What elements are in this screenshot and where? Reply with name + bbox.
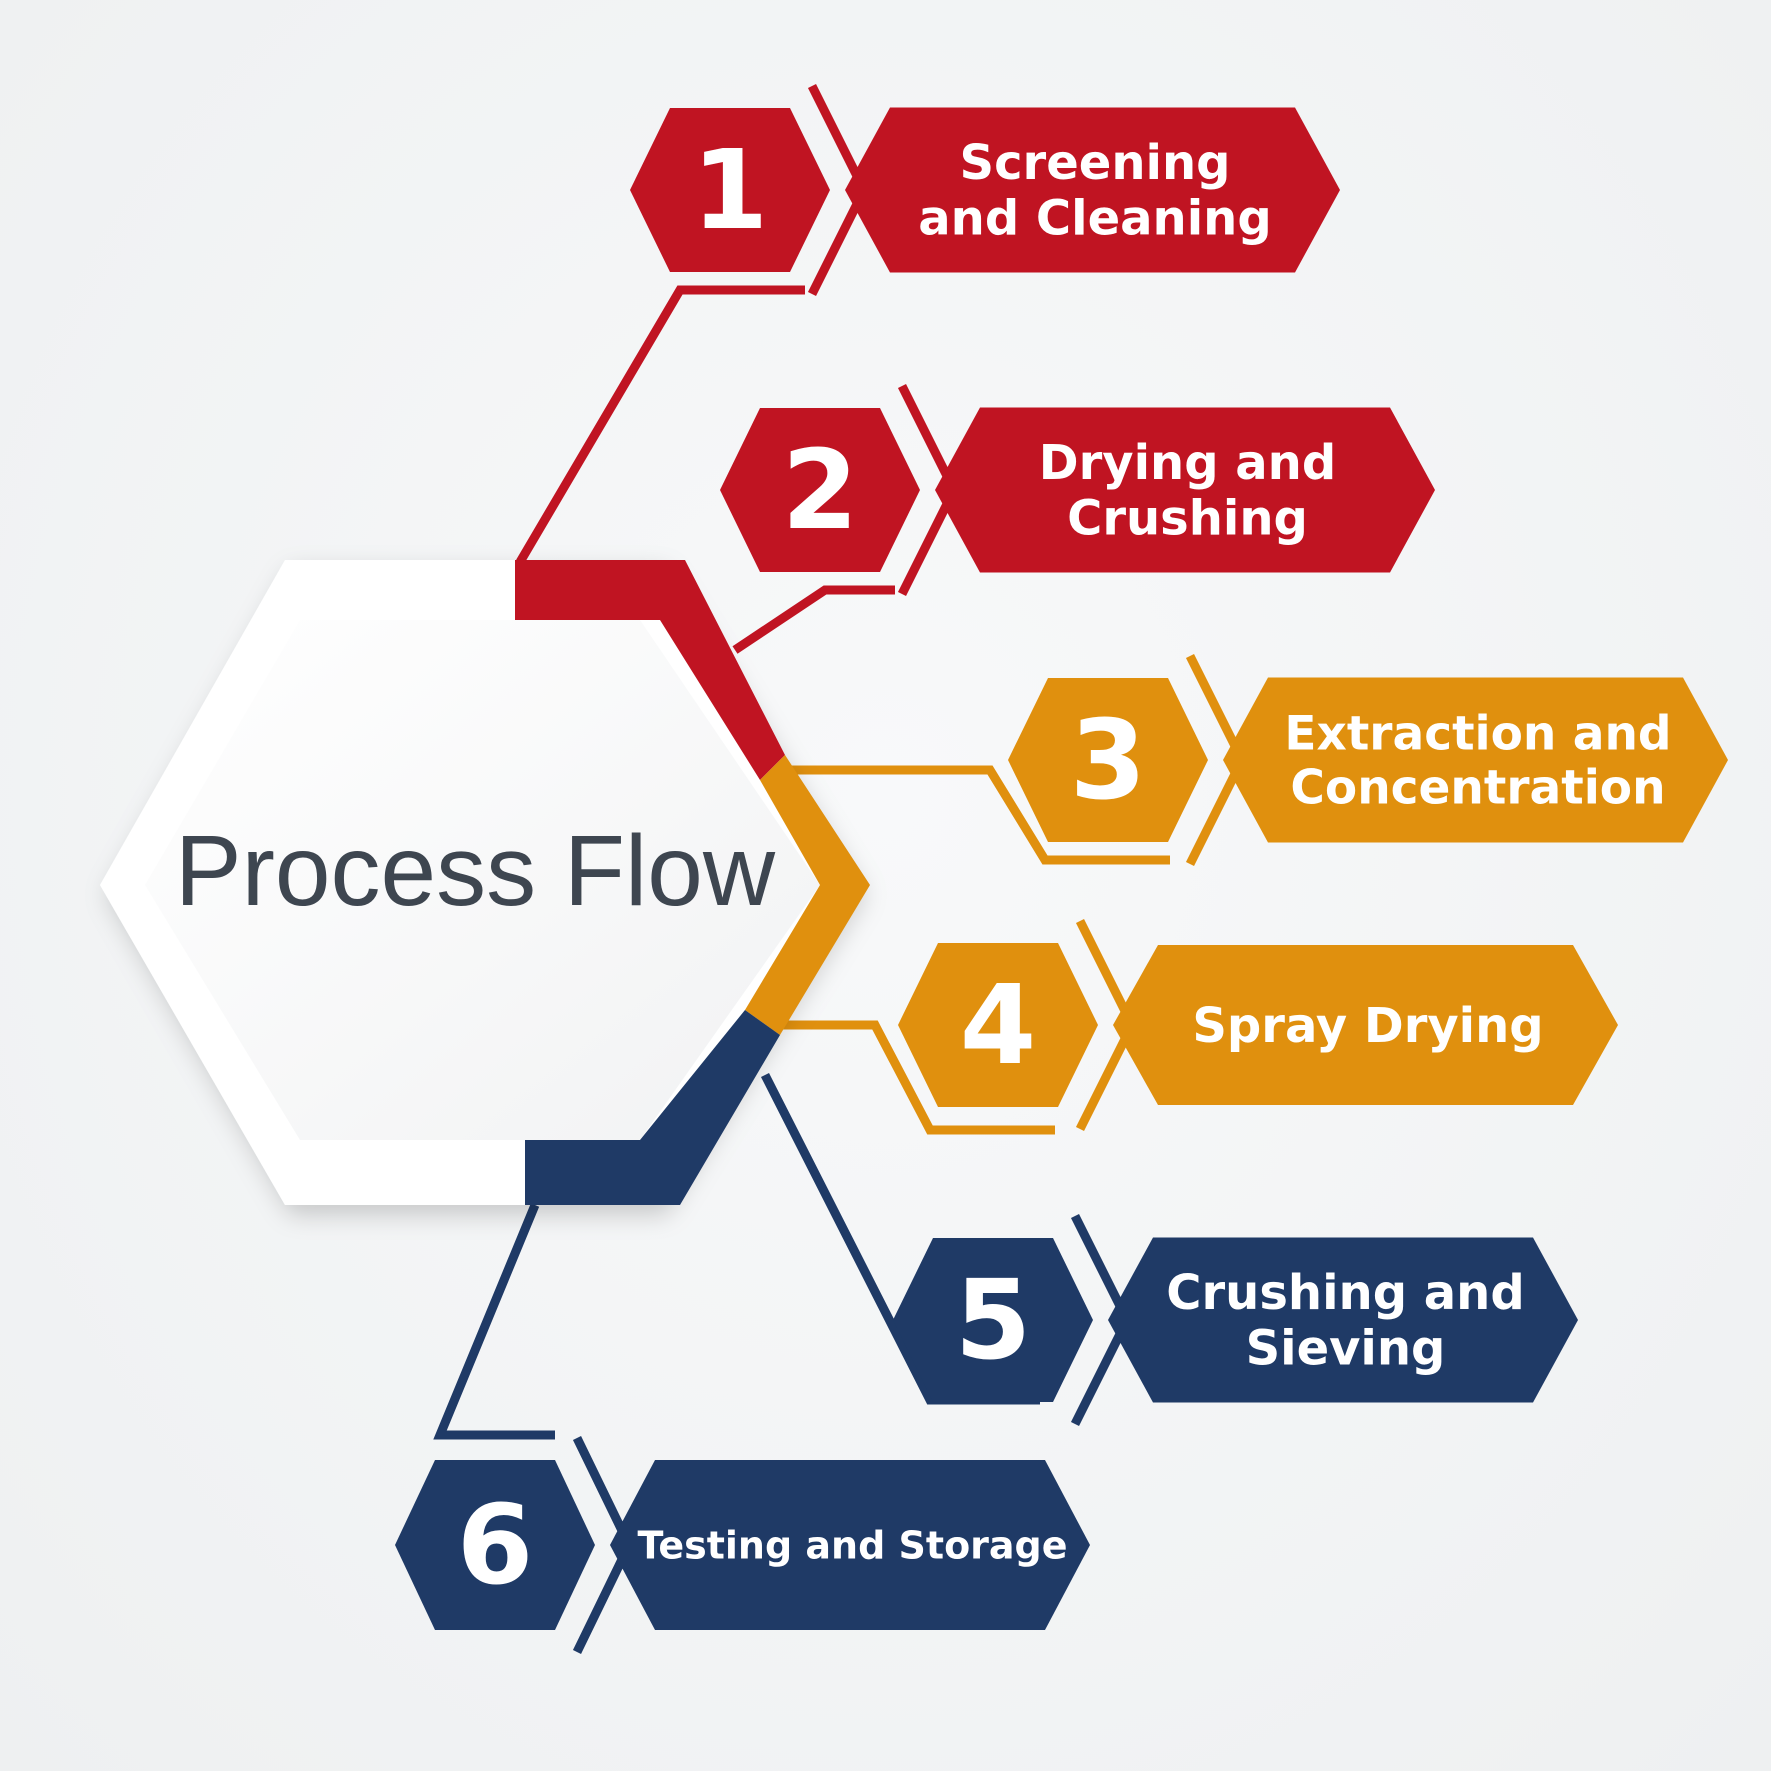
connector-lines [433, 285, 1170, 1440]
step-2-number-hexagon [720, 408, 920, 572]
connector-line-step-4 [780, 1020, 1055, 1135]
step-6-number: 6 [457, 1481, 534, 1609]
connector-line-step-3 [790, 765, 1170, 865]
step-3-label-box [1223, 677, 1728, 843]
step-6-label-box [610, 1460, 1090, 1630]
central-hexagon: Process Flow [100, 560, 870, 1205]
step-4-number-hexagon [898, 943, 1098, 1107]
page-title: Process Flow [175, 815, 776, 927]
step-3-label-line: Concentration [1290, 760, 1665, 815]
step-1-label-box [845, 107, 1340, 273]
step-6-number-hexagon [395, 1460, 595, 1630]
step-2-label-box [935, 407, 1435, 573]
step-3-number-hexagon [1008, 678, 1208, 842]
step-3-number: 3 [1070, 696, 1147, 824]
central-hexagon-inner [145, 620, 820, 1140]
step-5-label-line: Crushing and [1166, 1265, 1524, 1321]
step-4-number: 4 [960, 961, 1037, 1089]
connector-line-step-6 [433, 1203, 555, 1440]
step-6-label-line: Testing and Storage [637, 1523, 1067, 1567]
step-1-number: 1 [692, 126, 769, 254]
central-border-orange [745, 755, 870, 1035]
step-2-label-line: Drying and [1039, 435, 1336, 491]
step-5-label-box [1108, 1237, 1578, 1403]
step-4-label-line: Spray Drying [1192, 998, 1543, 1054]
central-border-red [515, 560, 785, 780]
step-1-label-line: Screening [960, 135, 1231, 191]
step-1-label-line: and Cleaning [918, 190, 1271, 246]
step-1-number-hexagon [630, 108, 830, 272]
step-5-number: 5 [955, 1256, 1032, 1384]
step-3-label-line: Extraction and [1284, 706, 1671, 761]
connector-line-step-2 [732, 585, 895, 654]
step-2-number: 2 [782, 426, 859, 554]
central-border-navy [525, 1010, 780, 1205]
step-5-number-hexagon [893, 1238, 1093, 1402]
connector-line-step-1 [516, 285, 805, 565]
step-4-label-box [1113, 945, 1618, 1105]
step-5-label-line: Sieving [1246, 1320, 1446, 1376]
step-4: 4 Spray Drying [898, 918, 1618, 1132]
step-6: 6 Testing and Storage [395, 1436, 1090, 1654]
step-2-label-line: Crushing [1067, 490, 1308, 546]
